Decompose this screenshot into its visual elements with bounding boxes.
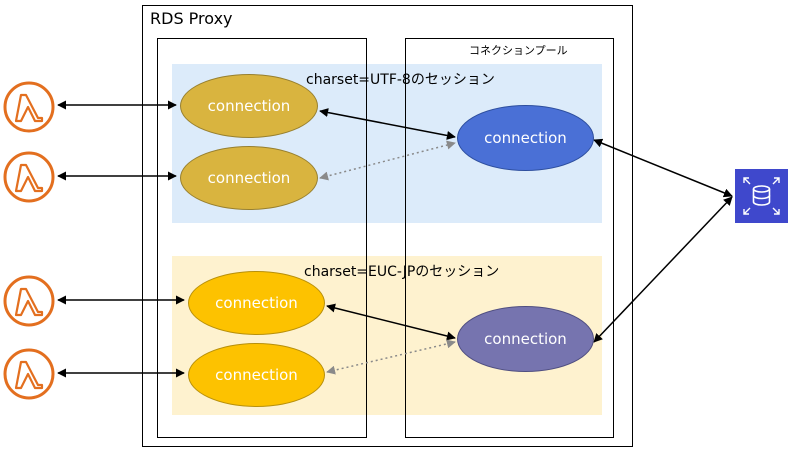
lambda-icon [3,275,55,327]
rds-proxy-title: RDS Proxy [150,9,233,28]
arrow-conn4-pool2-dotted [326,339,456,375]
session-label-eucjp: charset=EUC-JPのセッション [304,264,500,280]
client-connection-4: connection [188,343,325,407]
arrow-pool1-db [593,138,733,198]
lambda-icon [3,81,55,133]
pool-connection-1: connection [457,105,594,171]
lambda-icon [3,151,55,203]
arrow-conn3-pool2 [326,303,456,341]
client-connection-2: connection [180,146,318,210]
arrow-conn2-pool1-dotted [319,140,456,181]
session-label-utf8: charset=UTF-8のセッション [306,72,495,88]
client-connection-1: connection [180,74,318,138]
pool-connection-2: connection [457,306,594,372]
client-connection-3: connection [188,271,325,335]
connection-pool-title: コネクションプール [469,44,568,57]
rds-database-icon [735,169,788,223]
arrow-pool2-db [593,196,733,343]
arrow-conn1-pool1 [319,108,456,140]
client-side-box [157,38,367,438]
lambda-icon [3,348,55,400]
